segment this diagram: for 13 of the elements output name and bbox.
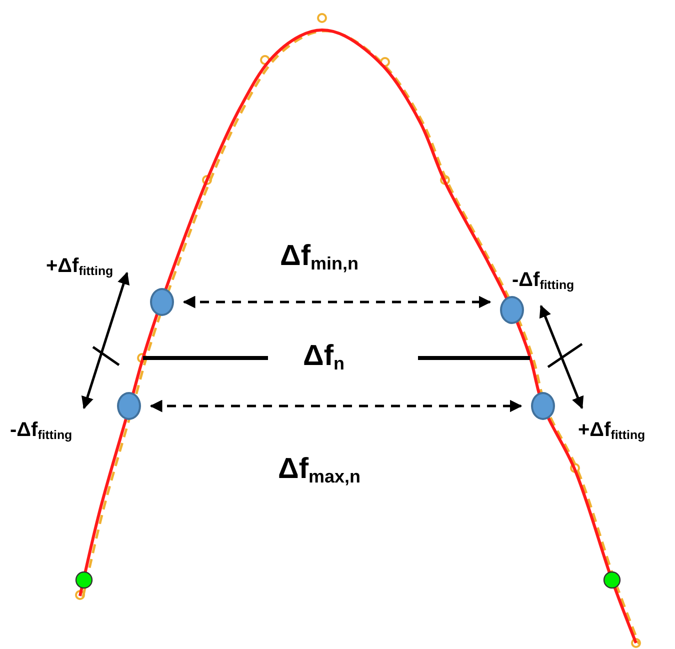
data-point-ellipse (117, 392, 141, 420)
tolerance-label: +Δf$_{fitting}$ (578, 420, 646, 442)
data-point-ellipse (531, 392, 555, 420)
tolerance-label: -Δf$_{fitting}$ (10, 420, 72, 442)
tolerance-label: +Δf$_{fitting}$ (46, 256, 114, 278)
dashed-double-arrow (182, 296, 492, 308)
delta-min-label: Δf$_{min,n}$ (280, 242, 358, 272)
data-point-ellipse (150, 288, 174, 316)
data-point-ellipse (500, 296, 524, 324)
tolerance-label: -Δf$_{fitting}$ (512, 270, 574, 292)
delta-n-label: Δf$_{n}$ (303, 342, 344, 372)
dashed-double-arrow (150, 400, 522, 412)
delta-max-label: Δf$_{max,n}$ (278, 455, 360, 486)
